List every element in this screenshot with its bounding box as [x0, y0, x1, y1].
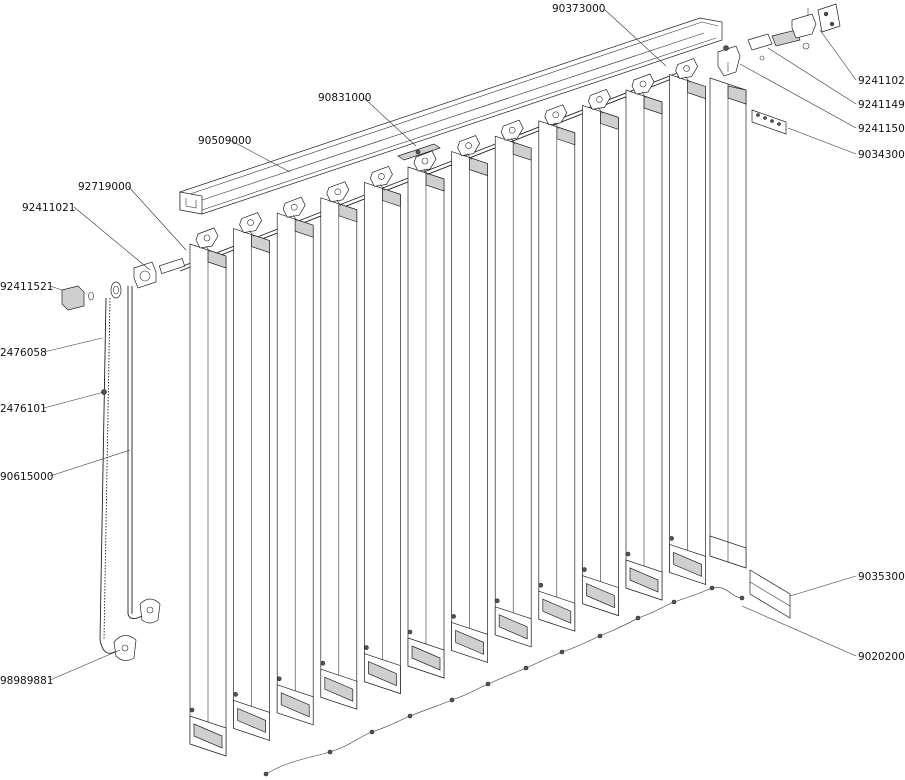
vane [494, 119, 532, 648]
bracket-top [791, 3, 841, 39]
chain-bead [523, 665, 529, 671]
label-chain: 2476058 [0, 347, 47, 359]
vane [538, 104, 576, 632]
label-spacer-strip: 90343000 [858, 149, 905, 161]
spacer-strip [751, 109, 787, 135]
vane [451, 135, 488, 663]
label-center-part: 90831000 [318, 92, 371, 104]
bracket-clip [747, 29, 810, 61]
headrail [179, 17, 723, 215]
label-cap-small: 92411521 [0, 281, 53, 293]
label-bracket-clip: 92411490 [858, 99, 905, 111]
chain-bead [635, 615, 641, 621]
vane [320, 181, 358, 710]
label-drive-rod: 90373000 [552, 3, 605, 15]
operating-cord [127, 286, 143, 619]
chain-tensioner [113, 598, 161, 661]
chain-bead [559, 649, 565, 655]
chain-bead [263, 771, 269, 777]
label-gear-left: 92411021 [22, 202, 75, 214]
vane [189, 227, 227, 757]
vanes-group [189, 58, 706, 757]
vane [669, 58, 706, 585]
gear-left [133, 261, 157, 289]
chain-bead [449, 697, 455, 703]
chain-bead [369, 729, 375, 735]
label-end-cap-left: 92719000 [78, 181, 131, 193]
vane [625, 73, 663, 601]
label-bottom-chain: 90202000 [858, 651, 905, 663]
chain-bead [739, 595, 745, 601]
leader-lines [43, 8, 857, 681]
part-labels: 90509000 90831000 90373000 92719000 9241… [0, 3, 905, 687]
vane [407, 150, 445, 679]
vane [276, 196, 314, 726]
vane [364, 165, 401, 695]
end-cap-left [158, 258, 186, 274]
bottom-chain [263, 585, 745, 777]
vane [582, 88, 619, 617]
vane [233, 212, 270, 741]
label-weight-tensioner: 98989881 [0, 675, 53, 687]
bracket-end [717, 45, 741, 77]
label-bracket-top: 92411026 [858, 75, 905, 87]
chain-bead [671, 599, 677, 605]
chain-bead [597, 633, 603, 639]
chain-bead [485, 681, 491, 687]
center-part [397, 143, 441, 161]
chain-bead [709, 585, 715, 591]
chain-bead [407, 713, 413, 719]
operating-chain [99, 297, 119, 654]
label-bracket-end: 92411500 [858, 123, 905, 135]
vane-right [709, 77, 747, 569]
label-bottom-weight: 90353002 [858, 571, 905, 583]
label-headrail: 90509000 [198, 135, 251, 147]
label-chain-connector: 2476101 [0, 403, 47, 415]
cap-small [61, 281, 122, 311]
chain-bead [327, 749, 333, 755]
label-cord: 90615000 [0, 471, 53, 483]
bottom-weight [749, 569, 791, 619]
